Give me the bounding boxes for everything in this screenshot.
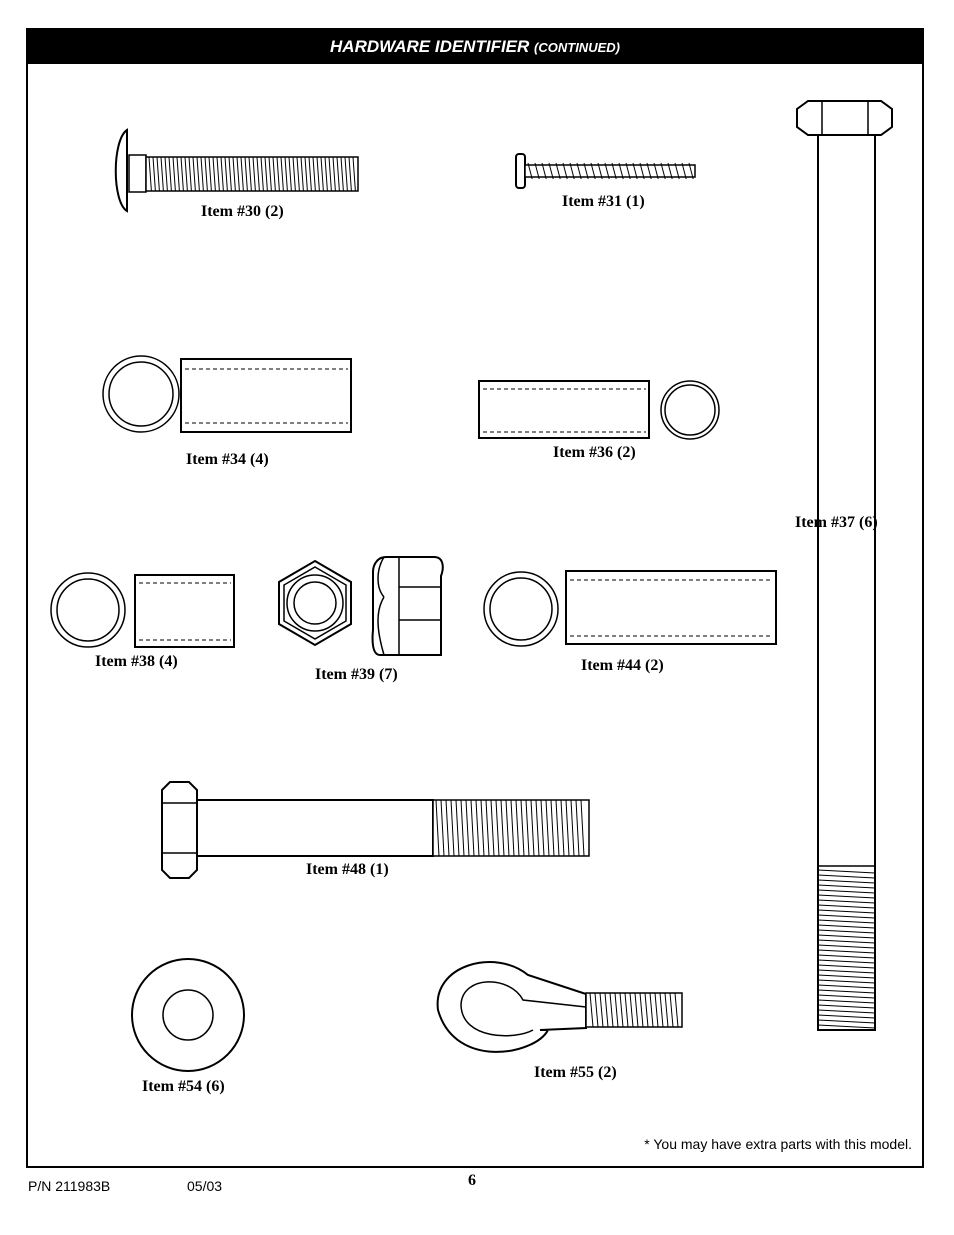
item-54-washer-drawing [132, 959, 244, 1071]
part-number: P/N 211983B [28, 1178, 111, 1194]
item-label-39: Item #39 (7) [315, 666, 398, 683]
page-frame: HARDWARE IDENTIFIER (CONTINUED) * You ma… [26, 28, 924, 1168]
item-label-55: Item #55 (2) [534, 1064, 617, 1081]
item-31-screw-drawing [516, 154, 695, 188]
item-34-spacer-drawing [103, 356, 351, 432]
item-label-37: Item #37 (6) [795, 514, 878, 531]
item-label-54: Item #54 (6) [142, 1078, 225, 1095]
item-label-48: Item #48 (1) [306, 861, 389, 878]
extra-parts-note: * You may have extra parts with this mod… [644, 1136, 912, 1152]
revision-date: 05/03 [187, 1178, 223, 1194]
header-title: HARDWARE IDENTIFIER [330, 37, 530, 56]
item-55-eye-bolt-drawing [438, 962, 682, 1052]
item-label-34: Item #34 (4) [186, 451, 269, 468]
item-label-31: Item #31 (1) [562, 193, 645, 210]
item-38-spacer-drawing [51, 573, 234, 647]
item-label-36: Item #36 (2) [553, 444, 636, 461]
item-36-spacer-drawing [479, 381, 719, 439]
item-44-spacer-drawing [484, 571, 776, 646]
item-39-lock-nut-drawing [279, 557, 443, 655]
item-48-hex-bolt-drawing [162, 782, 589, 878]
item-label-30: Item #30 (2) [201, 203, 284, 220]
item-label-44: Item #44 (2) [581, 657, 664, 674]
item-37-hex-bolt-drawing [797, 101, 892, 1030]
item-30-carriage-bolt-drawing [116, 130, 358, 211]
item-label-38: Item #38 (4) [95, 653, 178, 670]
section-header: HARDWARE IDENTIFIER (CONTINUED) [28, 30, 922, 64]
header-subtitle: (CONTINUED) [534, 40, 620, 55]
page-number: 6 [468, 1172, 476, 1189]
